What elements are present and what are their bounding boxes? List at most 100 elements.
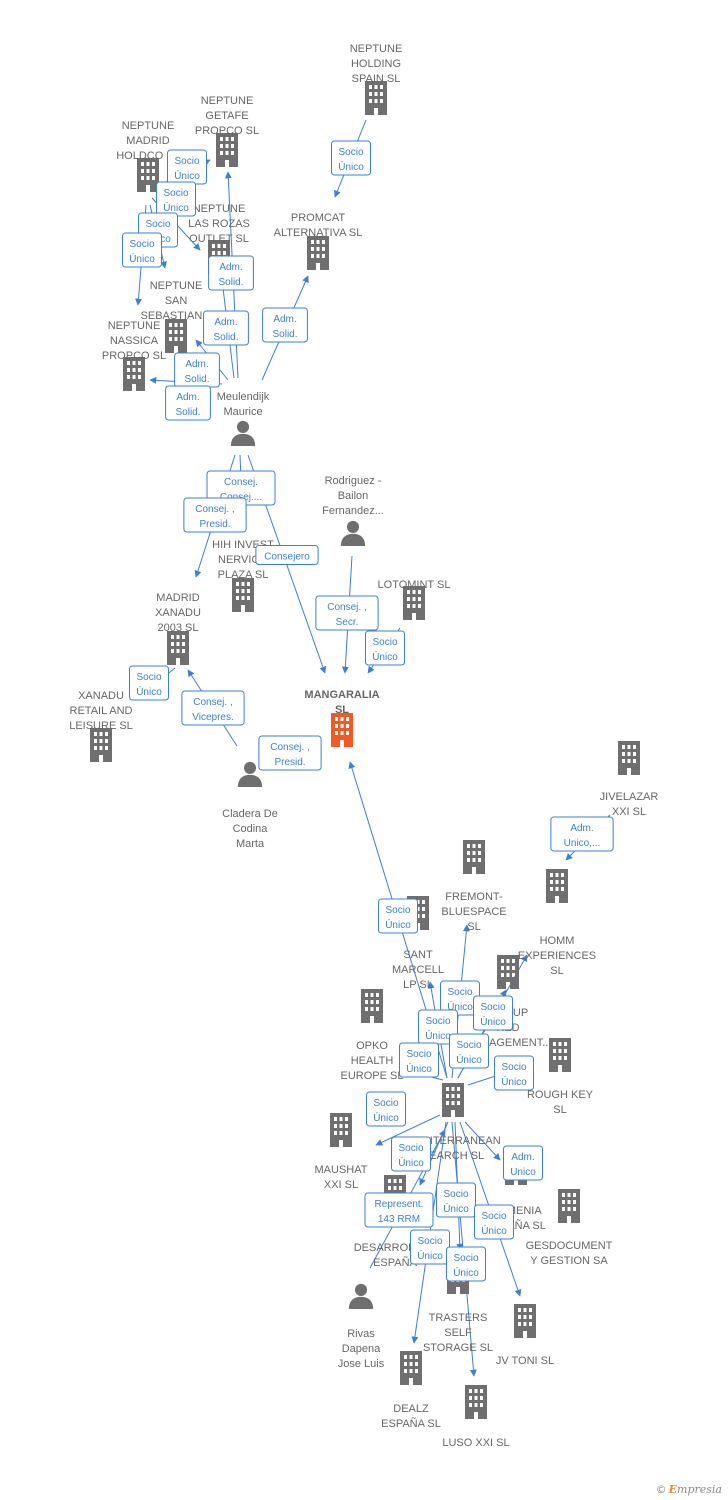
- edge-label-mediterranean-to-domenia[interactable]: Adm.Unico: [503, 1145, 543, 1181]
- edge-label-meulendijk-to-neptune-nassica[interactable]: Adm.Solid.: [165, 385, 211, 421]
- edge-label-meulendijk-to-promcat[interactable]: Adm.Solid.: [262, 307, 308, 343]
- person-icon: [348, 1283, 374, 1309]
- building-icon: [307, 236, 329, 270]
- empresia-logo[interactable]: ©Empresia: [655, 1483, 722, 1496]
- building-icon: [123, 357, 145, 391]
- edge-label-meulendijk-to-neptune-getafe[interactable]: Adm.Solid.: [208, 255, 254, 291]
- edge-label-meulendijk-to-neptune-rozas[interactable]: Adm.Solid.: [203, 310, 249, 346]
- svg-text:Consej. ,Presid.: Consej. ,Presid.: [195, 504, 234, 530]
- building-icon: [216, 133, 238, 167]
- node-lotomint[interactable]: LOTOMINT SL: [378, 579, 451, 620]
- edge-label-meulendijk-to-mangaralia[interactable]: Consejero: [255, 545, 319, 565]
- building-icon: [618, 741, 640, 775]
- node-label: JV TONI SL: [496, 1355, 554, 1367]
- building-icon: [442, 1083, 464, 1117]
- node-jv-toni[interactable]: JV TONI SL: [496, 1304, 554, 1367]
- svg-text:Adm.Solid.: Adm.Solid.: [213, 317, 238, 343]
- building-icon: [497, 955, 519, 989]
- svg-text:Adm.Unico: Adm.Unico: [510, 1152, 536, 1178]
- node-label: LUSO XXI SL: [442, 1437, 509, 1449]
- edge-label-meulendijk-to-madrid-xanadu[interactable]: Consej. ,Presid.: [183, 497, 247, 533]
- building-icon: [403, 586, 425, 620]
- node-luso[interactable]: LUSO XXI SL: [442, 1385, 510, 1449]
- edge-label-jivelazar-to-homm[interactable]: Adm.Unico,...: [550, 816, 614, 852]
- edge-label-cladera-to-madrid-xanadu[interactable]: Consej. ,Vicepres.: [181, 690, 245, 726]
- edge-mediterranean-to-maushat: [375, 1114, 441, 1146]
- person-icon: [230, 420, 256, 446]
- building-icon: [90, 728, 112, 762]
- svg-text:Adm.Solid.: Adm.Solid.: [272, 314, 297, 340]
- edge-label-meulendijk-to-neptune-sebastian[interactable]: Adm.Solid.: [174, 352, 220, 388]
- edge-label-cladera-to-mangaralia[interactable]: Consej. ,Presid.: [258, 735, 322, 771]
- edge-label-rodriguez-to-mangaralia[interactable]: Consej. ,Secr.: [315, 595, 379, 631]
- svg-text:Represent.143 RRM: Represent.143 RRM: [375, 1199, 424, 1225]
- edge-label-rivas-to-mediterranean[interactable]: Represent.143 RRM: [364, 1192, 434, 1228]
